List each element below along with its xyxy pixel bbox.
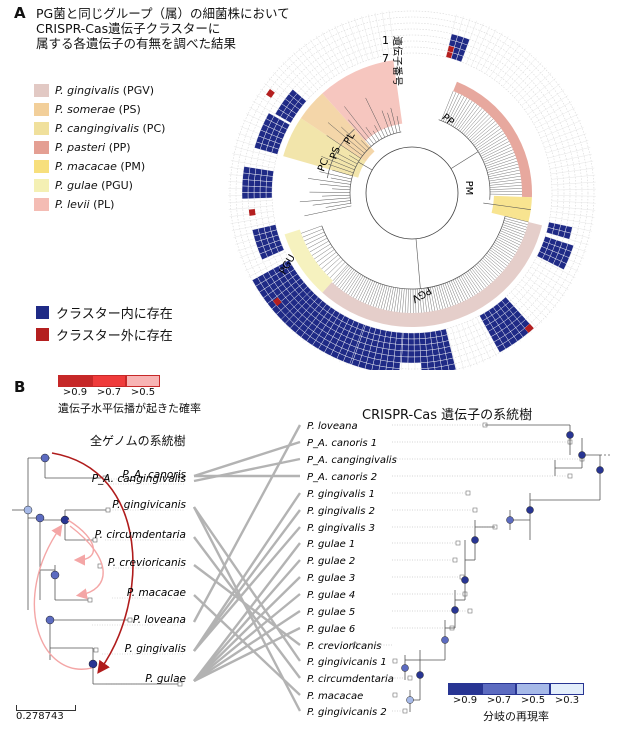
- right-taxon-label: P_A. canoris 1: [307, 438, 377, 449]
- left-taxon-label: P. crevioricanis: [108, 557, 187, 569]
- left-node: [46, 616, 54, 624]
- right-tip-marker: [568, 474, 572, 478]
- right-node: [407, 697, 414, 704]
- right-tip-marker: [408, 676, 412, 680]
- right-taxon-label: P. gulae 5: [307, 607, 355, 618]
- right-node: [442, 637, 449, 644]
- right-taxon-label: P. gulae 1: [307, 539, 355, 550]
- left-taxa: P_A. canorisP_A. cangingivalisP. gingivi…: [92, 469, 187, 685]
- right-taxon-label: P. gulae 2: [307, 556, 355, 567]
- right-taxon-label: P. gulae 4: [307, 590, 355, 601]
- right-taxon-label: P. gulae 3: [307, 573, 355, 584]
- right-tip-marker: [456, 541, 460, 545]
- right-node: [567, 432, 574, 439]
- right-tip-marker: [473, 508, 477, 512]
- right-taxon-label: P. gulae 6: [307, 624, 355, 635]
- right-tip-marker: [453, 558, 457, 562]
- right-taxon-label: P. gingivicanis 1: [307, 657, 387, 668]
- scale-bar: 0.278743: [16, 705, 76, 722]
- scale-bar-label: 0.278743: [16, 711, 76, 722]
- right-node: [507, 517, 514, 524]
- right-node: [402, 665, 409, 672]
- right-node: [597, 467, 604, 474]
- right-node: [417, 672, 424, 679]
- bootstrap-color-bar: [448, 683, 584, 695]
- bootstrap-swatch: [448, 683, 482, 695]
- left-taxon-label: P. circumdentaria: [95, 529, 186, 541]
- right-taxon-label: P. gingivalis 2: [307, 506, 375, 517]
- right-taxon-label: P. circumdentaria: [307, 674, 394, 685]
- left-node: [24, 506, 32, 514]
- right-node: [472, 537, 479, 544]
- left-node: [61, 516, 69, 524]
- left-node: [89, 660, 97, 668]
- right-taxon-label: P. gingivalis 3: [307, 523, 375, 534]
- right-node: [579, 452, 586, 459]
- bootstrap-swatch: [550, 683, 584, 695]
- left-node: [36, 514, 44, 522]
- bootstrap-swatch: [482, 683, 516, 695]
- left-tip-marker: [94, 648, 98, 652]
- left-taxon-label: P. loveana: [133, 614, 186, 626]
- taxon-connector: [194, 493, 300, 651]
- left-taxon-label: P_A. cangingivalis: [92, 473, 187, 485]
- left-taxon-label: P. gulae: [145, 673, 186, 685]
- left-node: [41, 454, 49, 462]
- left-node: [51, 571, 59, 579]
- right-tip-marker: [403, 709, 407, 713]
- left-taxon-label: P. gingivalis: [125, 643, 187, 655]
- right-taxon-label: P. crevioricanis: [307, 641, 381, 652]
- right-taxon-label: P_A. cangingivalis: [307, 455, 397, 466]
- right-taxon-label: P_A. canoris 2: [307, 472, 377, 483]
- left-tip-marker: [88, 598, 92, 602]
- taxon-connector: [194, 543, 300, 681]
- bootstrap-legend: >0.9 >0.7 >0.5 >0.3 分岐の再現率: [448, 683, 584, 724]
- right-node: [527, 507, 534, 514]
- right-taxon-label: P. loveana: [307, 421, 358, 432]
- right-tip-marker: [466, 491, 470, 495]
- bootstrap-swatch: [516, 683, 550, 695]
- right-tip-marker: [468, 609, 472, 613]
- right-tree-branches: [353, 423, 610, 713]
- right-taxa: P. loveanaP_A. canoris 1 P_A. cangingival…: [307, 421, 397, 718]
- bootstrap-legend-title: 分岐の再現率: [448, 708, 584, 724]
- right-taxon-label: P. macacae: [307, 691, 363, 702]
- left-taxon-label: P. gingivicanis: [112, 499, 186, 511]
- right-taxon-label: P. gingivalis 1: [307, 489, 375, 500]
- left-tip-marker: [106, 508, 110, 512]
- right-tip-marker: [393, 659, 397, 663]
- taxon-connectors: [194, 425, 300, 711]
- right-tip-marker: [393, 693, 397, 697]
- left-taxon-label: P. macacae: [127, 587, 186, 599]
- left-tip-marker: [128, 618, 132, 622]
- right-node: [462, 577, 469, 584]
- right-taxon-label: P. gingivicanis 2: [307, 707, 387, 718]
- right-node: [452, 607, 459, 614]
